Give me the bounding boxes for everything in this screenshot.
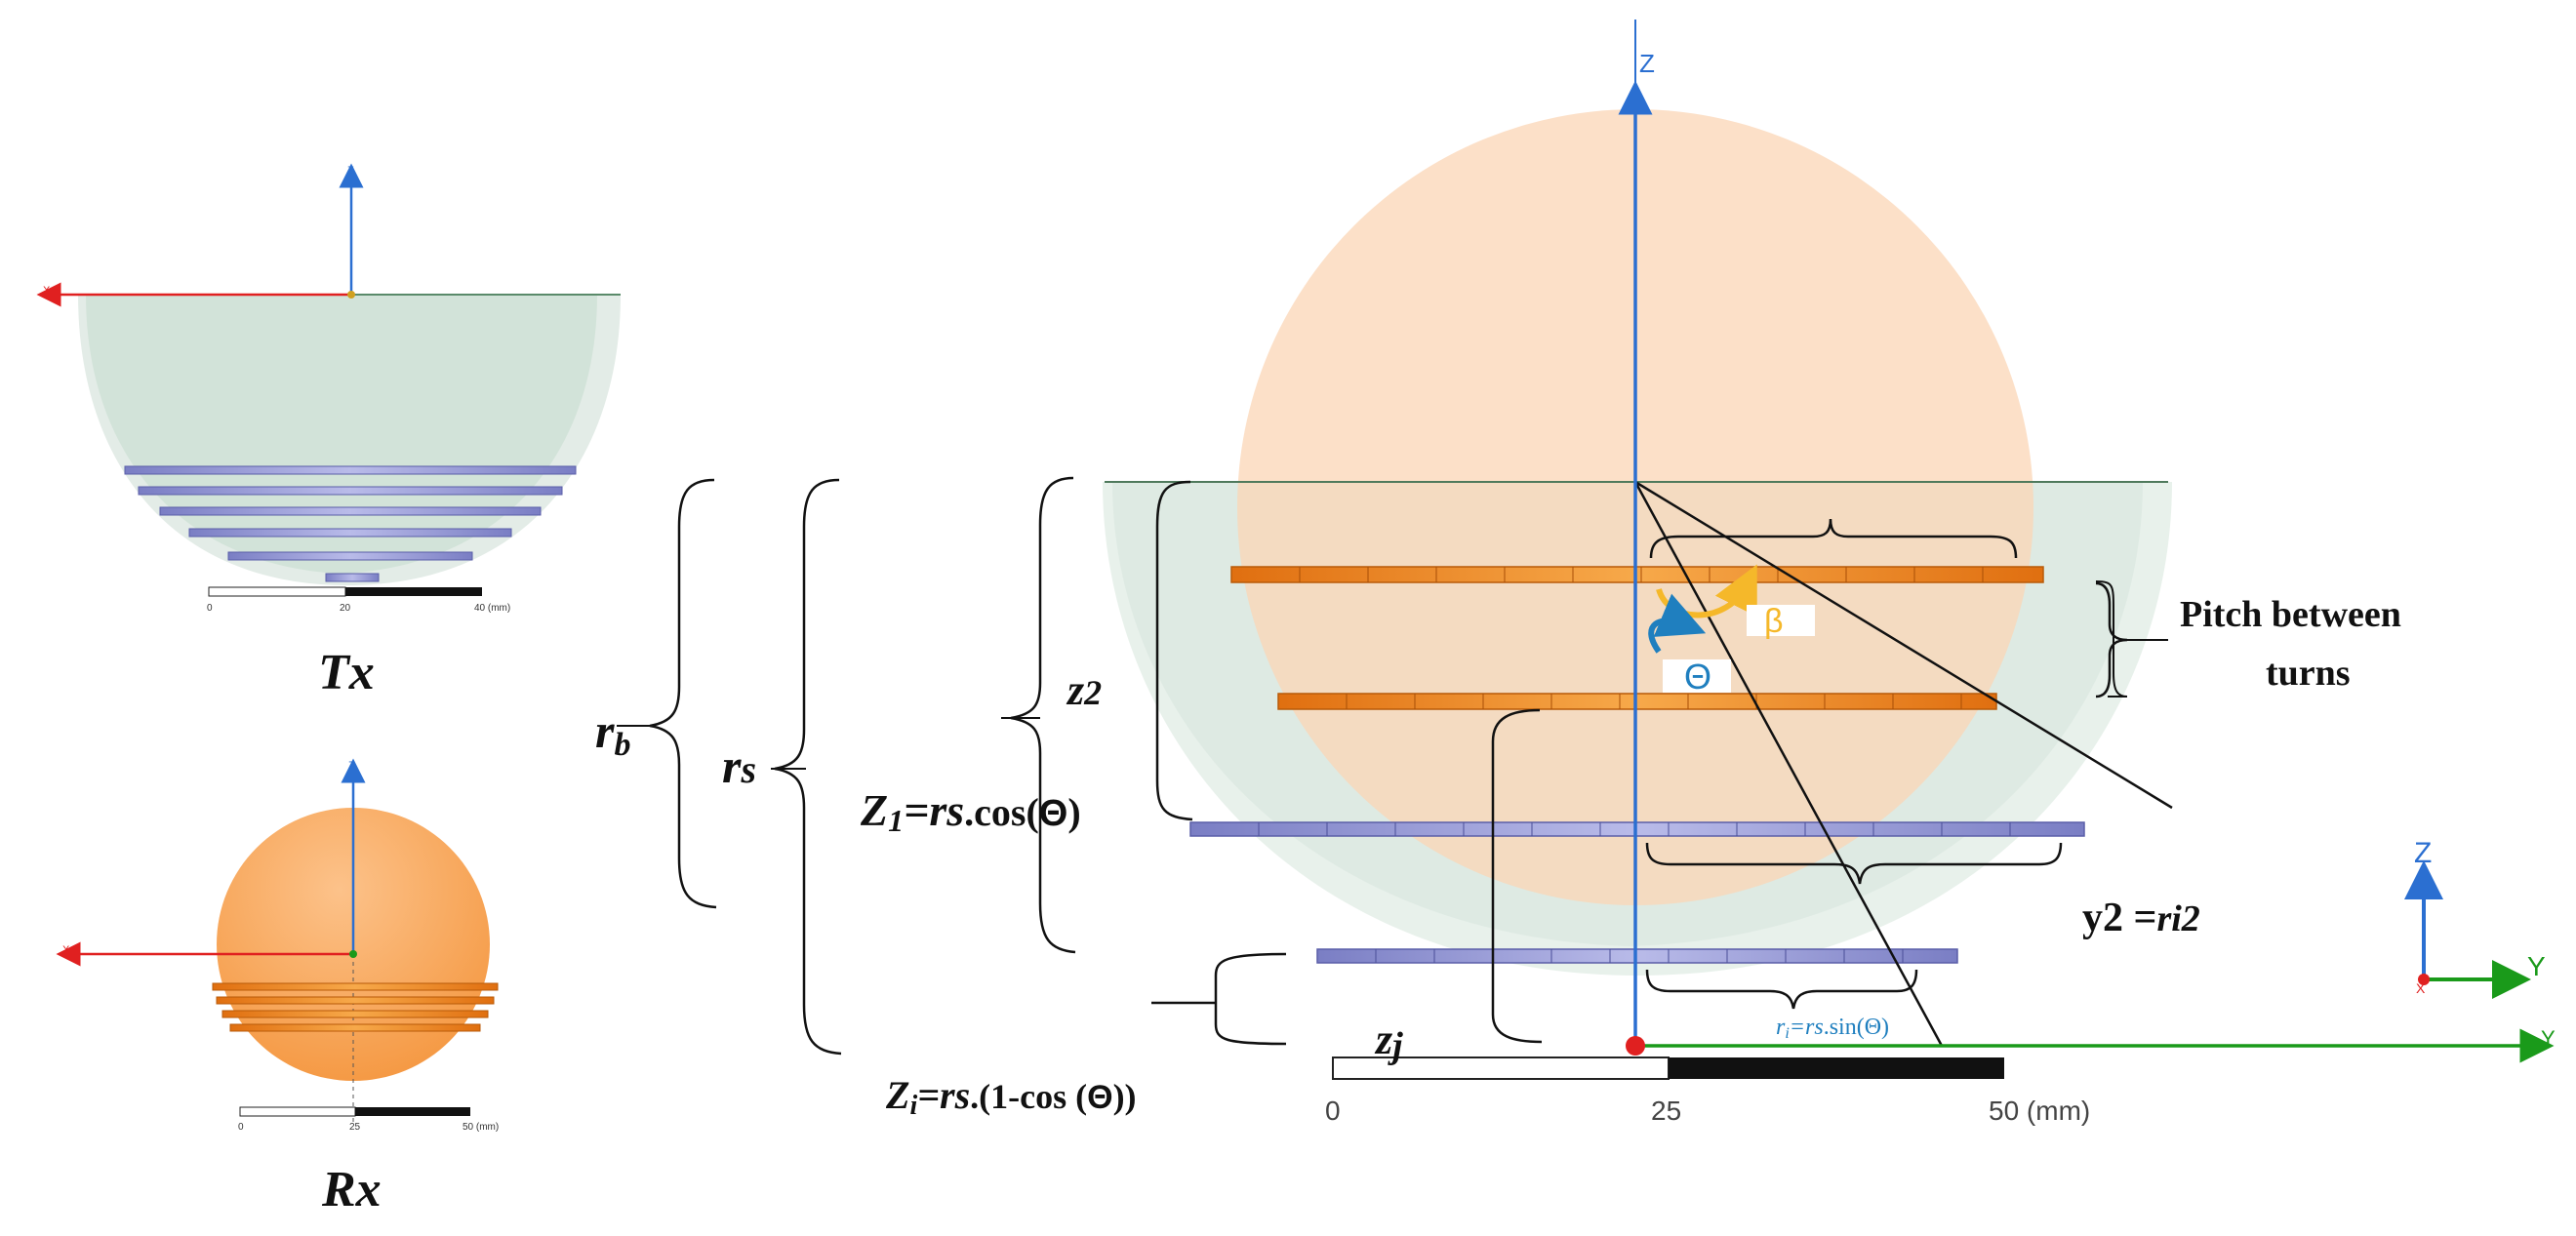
left-braces: [617, 476, 1076, 1056]
z2-label: z2: [1066, 666, 1102, 714]
rx-scale-white: [239, 1106, 356, 1117]
rx-turn-3: [221, 1010, 489, 1018]
rs-brace: [774, 478, 842, 1056]
math-labels: rb rs Z1=rs.cos(Θ) z2 zj Zi=rs.(1-cos (Θ…: [595, 666, 2200, 1121]
rx-scale-tick-0: 0: [238, 1122, 244, 1133]
main-view: Z Y β Θ Pitch between turns: [1103, 20, 2556, 1126]
tx-bowl-inner: [86, 295, 597, 574]
main-scale-bar: 0 25 50 (mm): [1325, 1057, 2090, 1126]
tx-scale-tick-0: 0: [207, 603, 213, 614]
main-turn-segments: [1299, 567, 1984, 709]
z1-label: Z1=rs.cos(Θ): [860, 785, 1081, 838]
main-orange-turn-2: [1277, 693, 1997, 710]
pitch-brace: [2095, 580, 2128, 698]
main-orange-turn-1: [1230, 566, 2044, 583]
rx-scale-tick-2: 50 (mm): [463, 1122, 499, 1133]
rx-view: Z X 0 25 50 (mm) Rx: [56, 758, 499, 1217]
z1-brace: [1010, 476, 1076, 954]
tx-z-label: Z: [347, 165, 354, 177]
main-blue-turn-1: [1189, 821, 2085, 837]
pitch-label-1: Pitch between: [2180, 594, 2401, 635]
tx-turn-1: [124, 465, 577, 475]
triad-x-label: X: [2416, 980, 2426, 996]
tx-scale-tick-1: 20: [340, 603, 351, 614]
main-scale-tick-2: 50 (mm): [1989, 1096, 2090, 1126]
main-scale-black: [1669, 1057, 2004, 1079]
tx-caption: Tx: [318, 645, 375, 700]
tx-turn-5: [227, 551, 473, 561]
triad-y-label: Y: [2527, 951, 2546, 981]
tx-x-label: X: [43, 285, 51, 297]
main-z-label: Z: [1639, 49, 1655, 78]
rb-label: rb: [595, 703, 630, 763]
zi-label: Zi=rs.(1-cos (Θ)): [885, 1073, 1137, 1121]
y2-brace: [1645, 842, 2063, 885]
rx-turn-4: [229, 1023, 481, 1032]
tx-coil-turns: [124, 465, 577, 582]
beta-label-bg: [1747, 605, 1815, 636]
tx-scale-tick-2: 40 (mm): [474, 603, 510, 614]
rx-origin: [349, 950, 357, 958]
rx-caption: Rx: [321, 1162, 382, 1217]
top-brace: [1649, 518, 2018, 559]
rx-scale-tick-1: 25: [349, 1122, 361, 1133]
theta-arc: [1648, 593, 1707, 654]
tx-scale-black: [345, 587, 482, 596]
triad-z-label: Z: [2414, 837, 2432, 869]
tx-scale-bar: 0 20 40 (mm): [207, 586, 510, 614]
theta-label: Θ: [1684, 657, 1711, 697]
main-blue-turn-2: [1316, 948, 1958, 964]
main-scale-tick-0: 0: [1325, 1096, 1341, 1126]
tx-turn-4: [188, 528, 512, 538]
tx-scale-white: [208, 586, 346, 597]
rx-scale-bar: 0 25 50 (mm): [238, 1106, 499, 1133]
ri-label: ri=rs.sin(Θ): [1776, 1015, 1889, 1042]
rx-turn-2: [216, 996, 495, 1005]
tx-turn-6: [325, 573, 380, 582]
z2-bracket: [1155, 480, 1193, 821]
axis-triad: Z Y X: [2404, 837, 2546, 999]
main-origin: [1626, 1036, 1645, 1056]
rx-scale-black: [355, 1107, 470, 1116]
theta-label-bg: [1663, 659, 1731, 693]
tx-origin: [347, 291, 355, 299]
main-y-label: Y: [2541, 1026, 2556, 1051]
y2-label: y2 =ri2: [2082, 896, 2200, 940]
rb-brace: [649, 478, 717, 909]
rx-coil-turns: [212, 982, 499, 1032]
z2-lead-bracket: [1491, 708, 1543, 1044]
triad-origin: [2418, 974, 2430, 985]
rs-label: rs: [722, 738, 756, 793]
main-scale-tick-1: 25: [1651, 1096, 1681, 1126]
beta-label: β: [1764, 603, 1784, 640]
theta-ray: [1633, 481, 1944, 1047]
pitch-label-2: turns: [2266, 653, 2351, 694]
tx-view: Z X 0 20 40 (mm) Tx: [36, 163, 621, 700]
zj-bracket: [1151, 952, 1287, 1046]
zj-label: zj: [1374, 1016, 1403, 1066]
rx-z-label: Z: [348, 760, 355, 772]
rx-x-label: X: [62, 944, 70, 956]
rx-turn-1: [212, 982, 499, 991]
tx-turn-2: [138, 486, 563, 496]
ri-brace: [1645, 969, 1918, 1010]
tx-turn-3: [159, 506, 542, 516]
